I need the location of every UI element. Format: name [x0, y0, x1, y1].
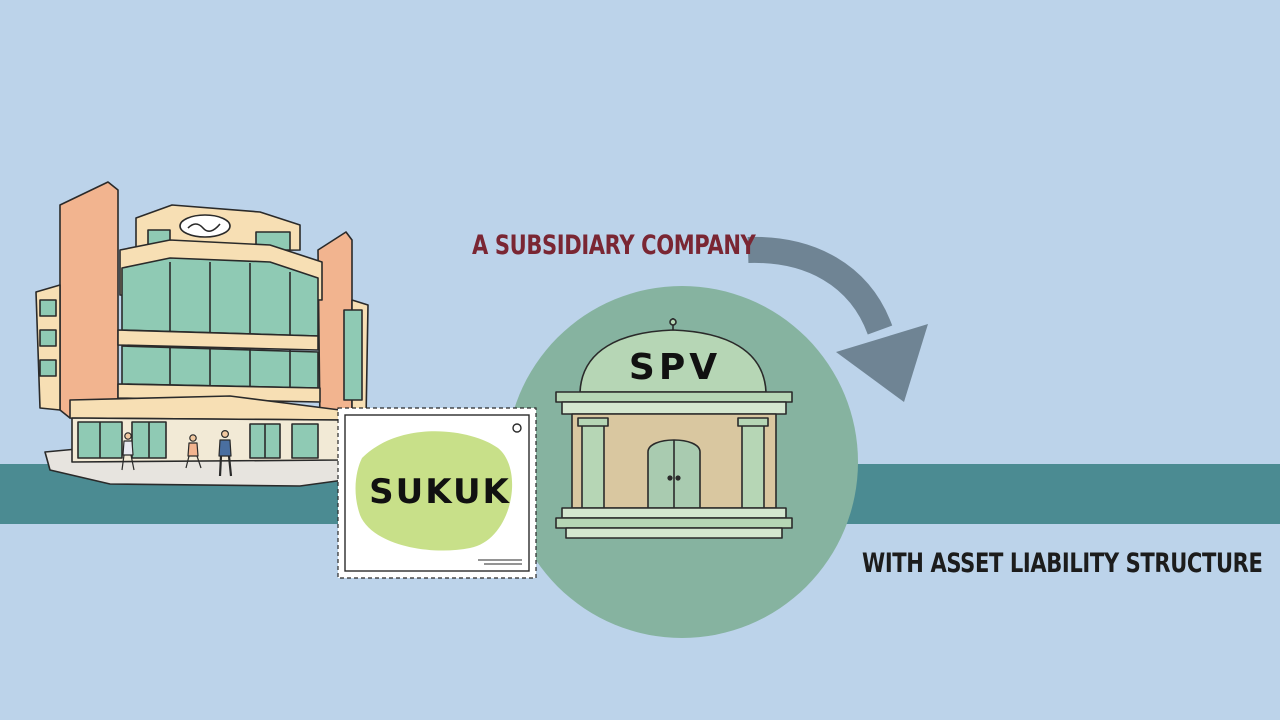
sukuk-label: SUKUK — [369, 472, 511, 512]
domed-building-icon — [555, 318, 793, 539]
pedestrian-icon — [218, 430, 233, 477]
asset-liability-caption: WITH ASSET LIABILITY STRUCTURE — [862, 548, 1263, 579]
subsidiary-company-caption: A SUBSIDIARY COMPANY — [472, 230, 756, 261]
curved-arrow-icon — [747, 236, 928, 402]
pedestrian-icon — [185, 434, 202, 469]
spv-label: SPV — [628, 347, 722, 388]
pedestrian-icon — [121, 432, 135, 471]
office-building-icon — [35, 181, 369, 487]
postage-stamp-icon — [337, 407, 537, 579]
